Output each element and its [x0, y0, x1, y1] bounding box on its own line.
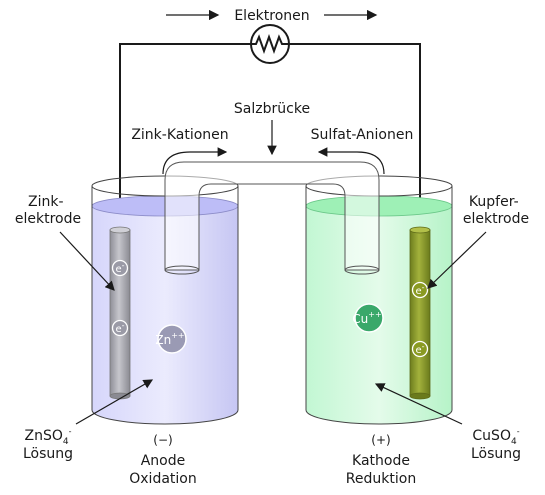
cathode-sign: (+) — [371, 433, 390, 447]
zinc-electron-2: e- — [111, 319, 129, 337]
zinc-electrode-pointer — [59, 231, 115, 291]
svg-text:e-: e- — [415, 283, 424, 297]
anode-sign: (−) — [153, 433, 172, 447]
copper-ion: Cu++ — [352, 303, 384, 333]
zinc-solution-word: Lösung — [23, 446, 73, 462]
svg-text:Zn++: Zn++ — [155, 331, 184, 347]
copper-solution-word: Lösung — [471, 446, 521, 462]
anode-name: Anode — [141, 453, 186, 469]
zinc-electrode-label: Zink- elektrode — [15, 194, 81, 227]
svg-text:e-: e- — [115, 321, 124, 335]
salt-bridge-label: Salzbrücke — [234, 101, 310, 117]
svg-text:e-: e- — [115, 261, 124, 275]
sulfate-anions-arrow — [317, 147, 385, 175]
sulfate-anions-label: Sulfat-Anionen — [311, 127, 414, 143]
cathode-process: Reduktion — [346, 471, 416, 487]
salt-bridge — [164, 161, 380, 275]
copper-electron-2: e- — [411, 340, 429, 358]
zinc-cations-arrow — [162, 147, 228, 175]
svg-text:Cu++: Cu++ — [352, 310, 381, 326]
electron-flow-label: Elektronen — [234, 8, 309, 24]
anode-process: Oxidation — [129, 471, 196, 487]
resistor-zigzag — [251, 34, 289, 54]
copper-electron-1: e- — [411, 281, 429, 299]
zinc-solution-label: ZnSO4- — [25, 427, 72, 447]
zinc-solution-pointer — [75, 379, 154, 425]
zinc-electrode — [109, 226, 131, 400]
copper-electrode — [409, 226, 431, 400]
zinc-ion: Zn++ — [155, 324, 187, 354]
wire-right — [289, 43, 421, 232]
cathode-name: Kathode — [352, 453, 410, 469]
copper-solution-label: CuSO4- — [472, 427, 519, 447]
zinc-electron-1: e- — [111, 259, 129, 277]
copper-electrode-pointer — [427, 231, 487, 289]
copper-electrode-label: Kupfer- elektrode — [463, 194, 529, 227]
svg-text:e-: e- — [415, 342, 424, 356]
wire-left — [119, 43, 251, 232]
electron-flow: Elektronen — [166, 8, 378, 24]
external-circuit — [119, 24, 421, 232]
zinc-cations-label: Zink-Kationen — [131, 127, 228, 143]
salt-bridge-tube — [164, 161, 380, 271]
copper-solution-pointer — [374, 383, 463, 425]
